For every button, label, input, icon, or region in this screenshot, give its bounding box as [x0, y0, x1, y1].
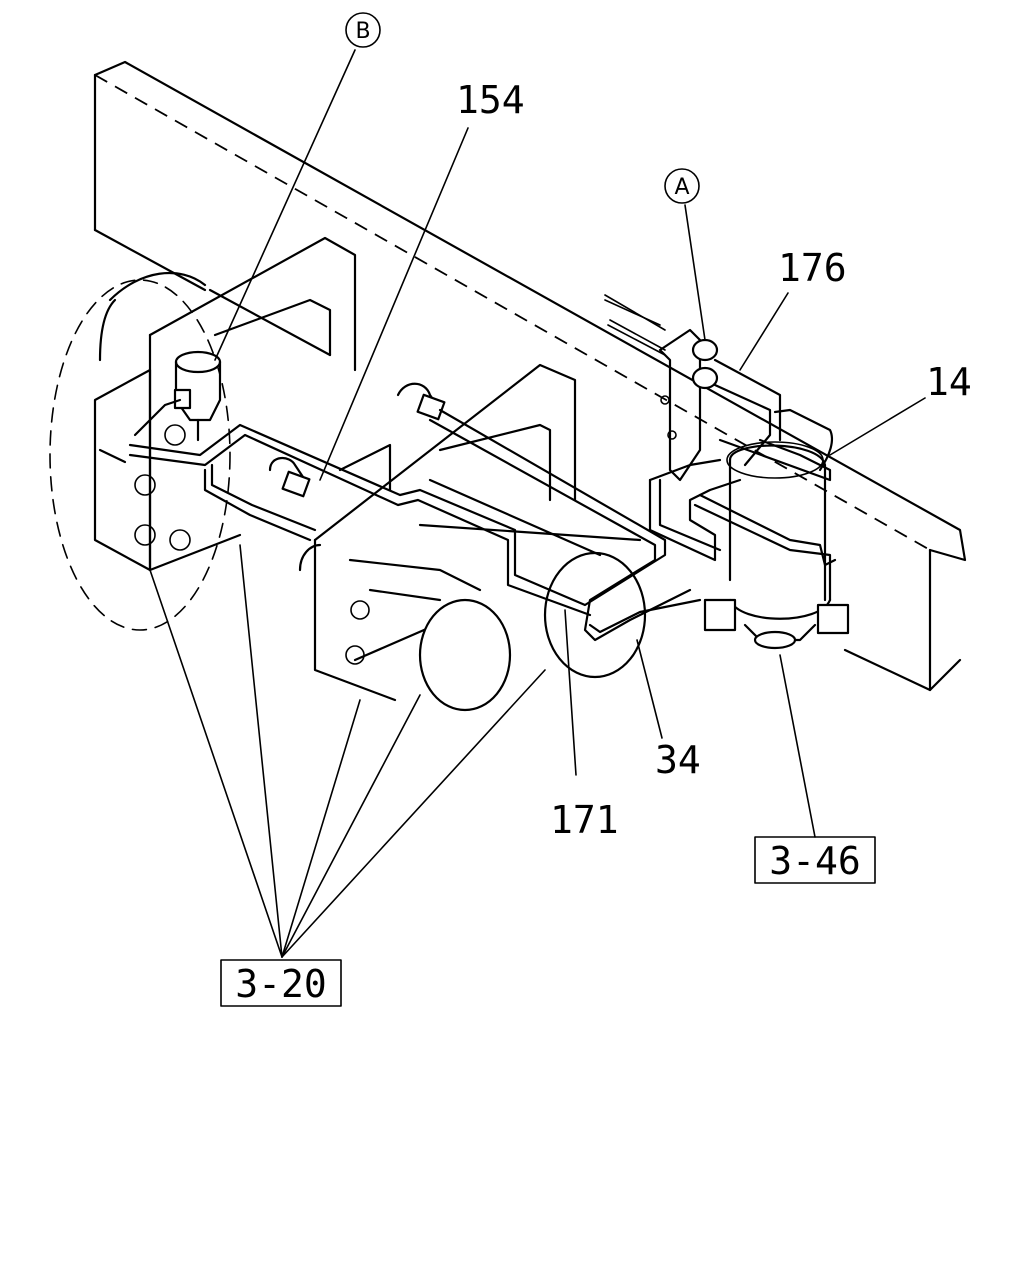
- leader-lines: [149, 49, 926, 958]
- ref-box-3-20[interactable]: 3-20: [220, 959, 342, 1007]
- ref-box-3-20-label: 3-20: [235, 962, 327, 1006]
- ref-box-3-46-label: 3-46: [769, 839, 861, 883]
- middle-bracket: [298, 363, 647, 712]
- part-label-171: 171: [550, 798, 619, 842]
- callout-b: B: [345, 12, 381, 48]
- callout-a: A: [664, 168, 700, 204]
- callout-a-label: A: [674, 175, 689, 200]
- left-bracket: [49, 236, 357, 631]
- ref-box-3-46[interactable]: 3-46: [754, 836, 876, 884]
- callout-b-label: B: [355, 19, 370, 44]
- part-label-14: 14: [926, 360, 972, 404]
- fitting-154: [268, 382, 446, 498]
- part-label-176: 176: [778, 246, 847, 290]
- frame-rail: [93, 60, 967, 692]
- part-label-154: 154: [456, 78, 525, 122]
- connector-plate: [604, 294, 719, 482]
- air-tank: [703, 441, 850, 650]
- brake-pipes: [128, 358, 837, 642]
- valve-b: [173, 350, 222, 442]
- part-label-34: 34: [655, 738, 701, 782]
